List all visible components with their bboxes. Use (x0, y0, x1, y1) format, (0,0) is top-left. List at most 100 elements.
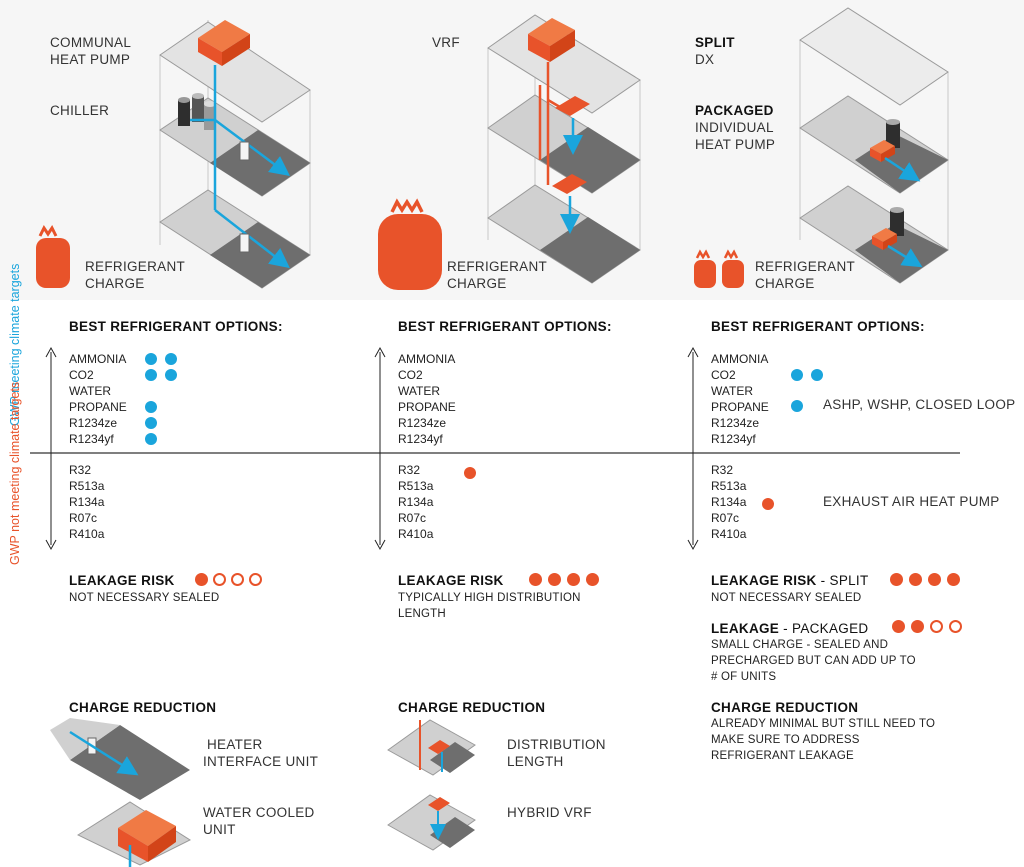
leakage-heading-2: LEAKAGE RISK (398, 573, 504, 588)
leakage-heading-3: LEAKAGE RISK - SPLIT (711, 573, 869, 588)
refrigerant-charge-label-3: REFRIGERANT CHARGE (755, 259, 855, 291)
bad-refrigerant-list-1: R32 R513a R134a R07c R410a (69, 462, 104, 542)
options-heading-1: BEST REFRIGERANT OPTIONS: (69, 319, 283, 334)
reduction-heading-1: CHARGE REDUCTION (69, 700, 217, 715)
list-item: R513a (711, 479, 747, 493)
leakage-note-1: NOT NECESSARY SEALED (69, 592, 220, 604)
list-item: R1234ze (69, 416, 118, 430)
chiller-label: CHILLER (50, 103, 110, 118)
leakage-dot-filled (911, 620, 924, 633)
individual-heat-pump-label: INDIVIDUAL HEAT PUMP (695, 120, 776, 152)
leakage-dot-filled (548, 573, 561, 586)
leakage-dot-filled (947, 573, 960, 586)
vrf-indoor-units (552, 96, 590, 194)
list-item: WATER (398, 384, 440, 398)
options-heading-2: BEST REFRIGERANT OPTIONS: (398, 319, 612, 334)
bad-refrigerant-list-3: R32 R513a R134a R07c R410a (711, 462, 746, 542)
suitable-dot (145, 433, 157, 445)
good-refrigerant-list-2: AMMONIA CO2 WATER PROPANE R1234ze R1234y… (398, 351, 456, 447)
list-item: R1234yf (711, 432, 756, 446)
unsuitable-dot (762, 498, 774, 510)
water-cooled-thumbnail (76, 801, 192, 867)
split-air-arrows (884, 156, 923, 268)
suitable-dot (145, 353, 157, 365)
options-heading-3: BEST REFRIGERANT OPTIONS: (711, 319, 925, 334)
suitable-dot (811, 369, 823, 381)
list-item: R134a (711, 495, 747, 509)
list-item: R07c (711, 511, 740, 525)
leakage-dot-empty (231, 573, 244, 586)
vrf-building (487, 14, 641, 284)
reduction-heading-2: CHARGE REDUCTION (398, 700, 546, 715)
suitable-dot (165, 353, 177, 365)
dx-label: DX (695, 52, 715, 67)
suitable-dot (791, 369, 803, 381)
list-item: R07c (398, 511, 427, 525)
vrf-air-arrows (560, 118, 583, 234)
list-item: AMMONIA (711, 352, 769, 366)
note-ashp-wshp: ASHP, WSHP, CLOSED LOOP (823, 397, 1016, 412)
reduction-heading-3: CHARGE REDUCTION (711, 700, 859, 715)
list-item: R134a (398, 495, 434, 509)
packaged-unit-icons (870, 119, 904, 250)
vrf-outdoor-unit-icon (528, 18, 575, 62)
leakage-dot-filled (529, 573, 542, 586)
communal-building (159, 20, 311, 289)
list-item: R1234ze (398, 416, 447, 430)
list-item: R1234yf (398, 432, 443, 446)
heater-interface-thumbnail (50, 718, 190, 800)
leakage-dot-empty (249, 573, 262, 586)
list-item: R513a (398, 479, 434, 493)
leakage-packaged-heading: LEAKAGE - PACKAGED (711, 621, 868, 636)
list-item: R410a (711, 527, 747, 541)
leakage-note-2: TYPICALLY HIGH DISTRIBUTION LENGTH (398, 592, 581, 620)
unsuitable-dot (464, 467, 476, 479)
refrigerant-charge-label-2: REFRIGERANT CHARGE (447, 259, 547, 291)
leakage-packaged-note: SMALL CHARGE - SEALED AND PRECHARGED BUT… (711, 639, 916, 683)
list-item: PROPANE (69, 400, 127, 414)
gwp-axis-arrows (45, 346, 699, 551)
leakage-dot-filled (909, 573, 922, 586)
gwp-not-meeting-label: GWP not meeting climate targets (8, 381, 22, 565)
list-item: R32 (69, 463, 92, 477)
leakage-heading-split: LEAKAGE RISK (711, 573, 817, 588)
refrigerant-cylinders-small-icon (694, 249, 744, 288)
hybrid-vrf-label: HYBRID VRF (507, 805, 592, 820)
suitable-dot (145, 401, 157, 413)
list-item: AMMONIA (398, 352, 456, 366)
suitable-dot (165, 369, 177, 381)
leakage-dot-empty (949, 620, 962, 633)
suitable-dot (791, 400, 803, 412)
leakage-dot-filled (928, 573, 941, 586)
leakage-split-suffix: - SPLIT (820, 573, 869, 588)
reduction-note-3: ALREADY MINIMAL BUT STILL NEED TO MAKE S… (711, 718, 936, 762)
list-item: R32 (711, 463, 734, 477)
leakage-heading-1: LEAKAGE RISK (69, 573, 175, 588)
leakage-dot-empty (213, 573, 226, 586)
indoor-unit-icon (239, 141, 250, 253)
distribution-thumbnail (387, 719, 476, 776)
list-item: R410a (398, 527, 434, 541)
note-exhaust-air: EXHAUST AIR HEAT PUMP (823, 494, 1000, 509)
water-cooled-label: WATER COOLED UNIT (203, 805, 315, 837)
leakage-dot-filled (586, 573, 599, 586)
list-item: WATER (69, 384, 111, 398)
list-item: PROPANE (711, 400, 769, 414)
heater-interface-label: HEATER INTERFACE UNIT (203, 737, 319, 769)
leakage-dot-filled (892, 620, 905, 633)
communal-heat-pump-label: COMMUNAL HEAT PUMP (50, 35, 131, 67)
list-item: PROPANE (398, 400, 456, 414)
leakage-packaged-suffix: - PACKAGED (783, 621, 869, 636)
leakage-dot-filled (890, 573, 903, 586)
list-item: CO2 (711, 368, 736, 382)
list-item: WATER (711, 384, 753, 398)
chiller-tanks-icon (178, 93, 216, 130)
list-item: R1234yf (69, 432, 114, 446)
refrigerant-cylinder-icon (36, 225, 70, 288)
packaged-label: PACKAGED (695, 103, 774, 118)
list-item: R07c (69, 511, 98, 525)
suitable-dot (145, 417, 157, 429)
suitable-dot (145, 369, 157, 381)
heat-pump-unit-icon (198, 20, 250, 66)
list-item: R134a (69, 495, 105, 509)
